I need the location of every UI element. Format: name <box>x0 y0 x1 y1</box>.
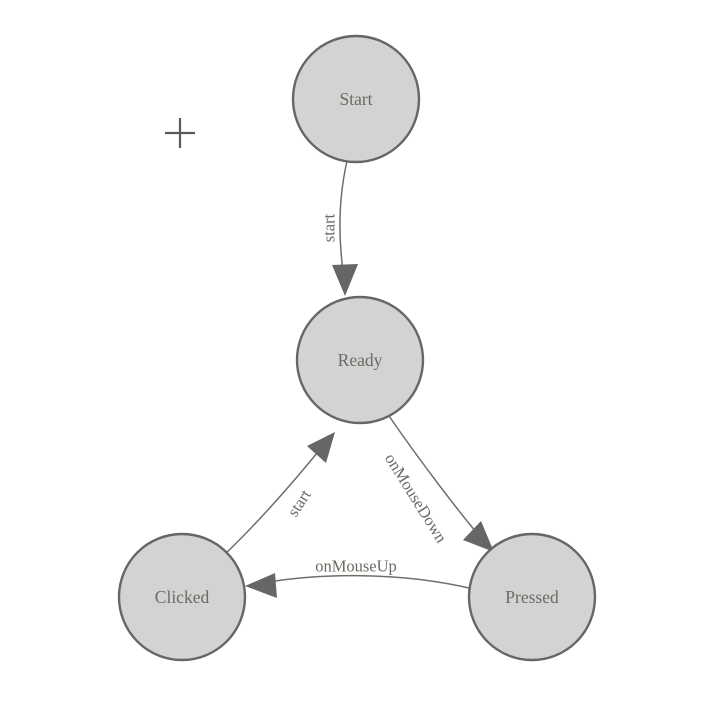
arrowhead-clicked-to-ready <box>307 432 335 463</box>
edge-path-pressed-to-clicked <box>262 574 470 589</box>
node-ready-circle[interactable] <box>295 295 425 425</box>
node-ready[interactable]: Ready <box>295 295 425 425</box>
edge-label-pressed-to-clicked: onMouseUp <box>315 557 397 576</box>
edge-label-ready-to-pressed: onMouseDown <box>381 450 451 546</box>
node-start-label: Start <box>339 89 372 109</box>
node-clicked[interactable]: Clicked <box>117 532 247 662</box>
node-pressed-label: Pressed <box>505 587 559 607</box>
node-pressed[interactable]: Pressed <box>467 532 597 662</box>
edge-ready-to-pressed[interactable] <box>388 415 494 552</box>
node-ready-label: Ready <box>338 350 383 370</box>
edge-path-ready-to-pressed <box>388 415 482 539</box>
node-start[interactable]: Start <box>291 34 421 164</box>
arrowhead-ready-to-pressed <box>463 521 494 552</box>
edge-clicked-to-ready[interactable] <box>221 432 335 558</box>
arrowhead-pressed-to-clicked <box>245 573 277 598</box>
arrowhead-start-to-ready <box>332 264 358 296</box>
edge-label-clicked-to-ready: start <box>283 486 315 521</box>
edge-start-to-ready[interactable] <box>332 160 358 296</box>
edge-label-start-to-ready: start <box>320 213 339 242</box>
edge-path-start-to-ready <box>339 160 348 279</box>
node-start-circle[interactable] <box>291 34 421 164</box>
crosshair-icon <box>165 118 195 148</box>
edge-path-clicked-to-ready <box>221 446 323 558</box>
node-clicked-label: Clicked <box>155 587 210 607</box>
node-clicked-circle[interactable] <box>117 532 247 662</box>
edge-pressed-to-clicked[interactable] <box>245 573 470 598</box>
node-pressed-circle[interactable] <box>467 532 597 662</box>
